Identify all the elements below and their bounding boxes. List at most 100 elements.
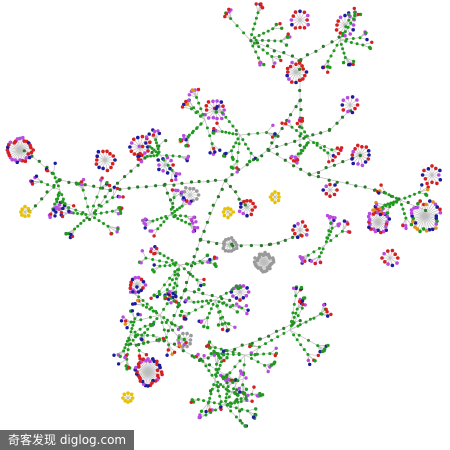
graph-node [140, 144, 145, 149]
graph-node [256, 11, 260, 15]
graph-node [341, 98, 346, 102]
graph-node [217, 367, 221, 371]
graph-node [128, 286, 133, 291]
graph-node [212, 383, 216, 387]
graph-node [164, 215, 168, 218]
graph-node [165, 191, 169, 195]
graph-node [341, 47, 345, 51]
graph-node [223, 207, 227, 211]
graph-node [128, 145, 132, 149]
graph-node [258, 337, 262, 341]
graph-node [61, 197, 65, 201]
graph-node [252, 260, 257, 264]
graph-node [351, 149, 356, 154]
graph-node [351, 37, 355, 40]
graph-node [290, 22, 294, 27]
graph-node [224, 387, 228, 391]
graph-edge [89, 187, 101, 216]
graph-node [151, 133, 156, 137]
graph-node [137, 295, 141, 299]
graph-node [207, 340, 212, 344]
graph-edge [291, 71, 297, 83]
graph-node [335, 43, 339, 47]
graph-edge [138, 363, 149, 373]
graph-node [8, 140, 13, 145]
graph-node [134, 343, 138, 347]
graph-node [363, 185, 367, 189]
graph-node [230, 288, 234, 292]
graph-node [236, 379, 240, 383]
graph-node [230, 402, 233, 406]
graph-node [193, 226, 197, 230]
graph-node [121, 396, 125, 400]
graph-edge [147, 361, 155, 373]
graph-node [228, 212, 233, 217]
graph-node [343, 33, 347, 38]
graph-node [302, 10, 307, 15]
graph-node [331, 158, 335, 163]
graph-node [209, 392, 213, 396]
graph-node [182, 267, 186, 271]
graph-node [94, 209, 98, 213]
graph-node [335, 146, 340, 150]
graph-node [293, 10, 298, 14]
graph-node [179, 296, 183, 300]
graph-node [312, 316, 316, 320]
graph-node [236, 393, 240, 397]
graph-node [293, 26, 298, 30]
graph-edge [224, 380, 239, 406]
graph-node [204, 413, 208, 417]
graph-node [174, 294, 178, 299]
graph-node [272, 362, 276, 366]
graph-node [153, 251, 157, 256]
graph-node [210, 142, 214, 146]
graph-node [221, 104, 225, 108]
graph-node [384, 204, 388, 208]
graph-node [241, 138, 245, 142]
graph-node [184, 186, 188, 190]
graph-node [312, 141, 316, 145]
graph-node [55, 205, 59, 210]
graph-node [350, 110, 355, 115]
graph-node [155, 246, 159, 251]
graph-edge [424, 200, 431, 217]
graph-node [214, 110, 218, 114]
graph-node [151, 258, 155, 261]
graph-node [173, 281, 177, 285]
graph-node [387, 217, 392, 221]
graph-node [181, 331, 185, 336]
graph-edge [147, 361, 158, 373]
graph-node [184, 287, 188, 292]
graph-edge [424, 215, 437, 225]
graph-node [173, 270, 177, 274]
graph-node [226, 385, 230, 389]
graph-node [349, 41, 353, 44]
graph-node [171, 328, 175, 332]
graph-node [301, 149, 305, 153]
graph-node [110, 209, 114, 213]
graph-node [326, 70, 330, 74]
graph-node [299, 108, 303, 112]
graph-node [285, 73, 290, 78]
graph-node [97, 165, 101, 170]
graph-node [295, 129, 298, 132]
graph-node [146, 357, 150, 361]
graph-node [216, 371, 220, 375]
graph-node [129, 320, 133, 324]
graph-node [364, 145, 369, 149]
graph-node [291, 286, 296, 290]
graph-node [307, 338, 310, 342]
graph-node [353, 106, 357, 111]
graph-node [244, 397, 248, 401]
graph-node [254, 50, 258, 54]
graph-node [303, 296, 307, 300]
graph-node [158, 259, 162, 263]
graph-node [252, 385, 256, 389]
graph-node [123, 322, 128, 326]
graph-node [343, 56, 347, 59]
graph-node [138, 151, 142, 156]
graph-node [289, 324, 293, 328]
graph-node [346, 222, 350, 226]
graph-node [426, 185, 430, 189]
graph-node [338, 31, 343, 35]
